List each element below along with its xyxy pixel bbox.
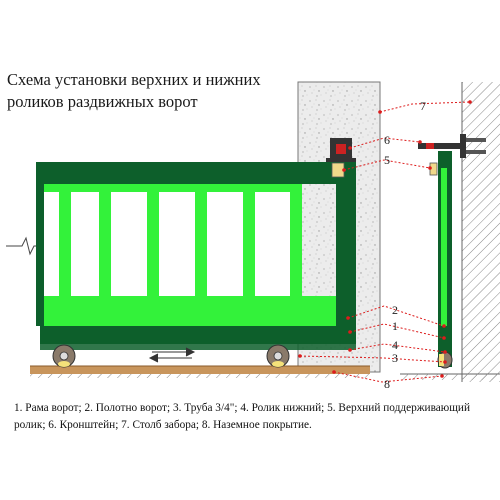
gate-leaf xyxy=(36,162,356,344)
diagram-title: Схема установки верхних и нижних роликов… xyxy=(7,70,261,111)
direction-arrow xyxy=(148,347,196,363)
lower-pipe xyxy=(40,344,356,350)
callout-6: 6 xyxy=(384,133,390,147)
callout-1: 1 xyxy=(392,319,398,333)
callout-2: 2 xyxy=(392,303,398,317)
lower-rollers xyxy=(52,344,290,368)
break-symbol xyxy=(6,236,40,256)
bracket xyxy=(326,138,356,162)
diagram-caption: 1. Рама ворот; 2. Полотно ворот; 3. Труб… xyxy=(14,402,471,431)
callout-5: 5 xyxy=(384,153,390,167)
callout-8: 8 xyxy=(384,377,390,391)
callout-3: 3 xyxy=(392,351,398,365)
callout-7: 7 xyxy=(420,99,426,113)
leader-lines xyxy=(299,101,471,383)
ground-surface xyxy=(30,365,500,380)
fence-post-hatching xyxy=(461,82,500,382)
callout-4: 4 xyxy=(392,338,398,352)
leader-dots xyxy=(298,100,472,378)
